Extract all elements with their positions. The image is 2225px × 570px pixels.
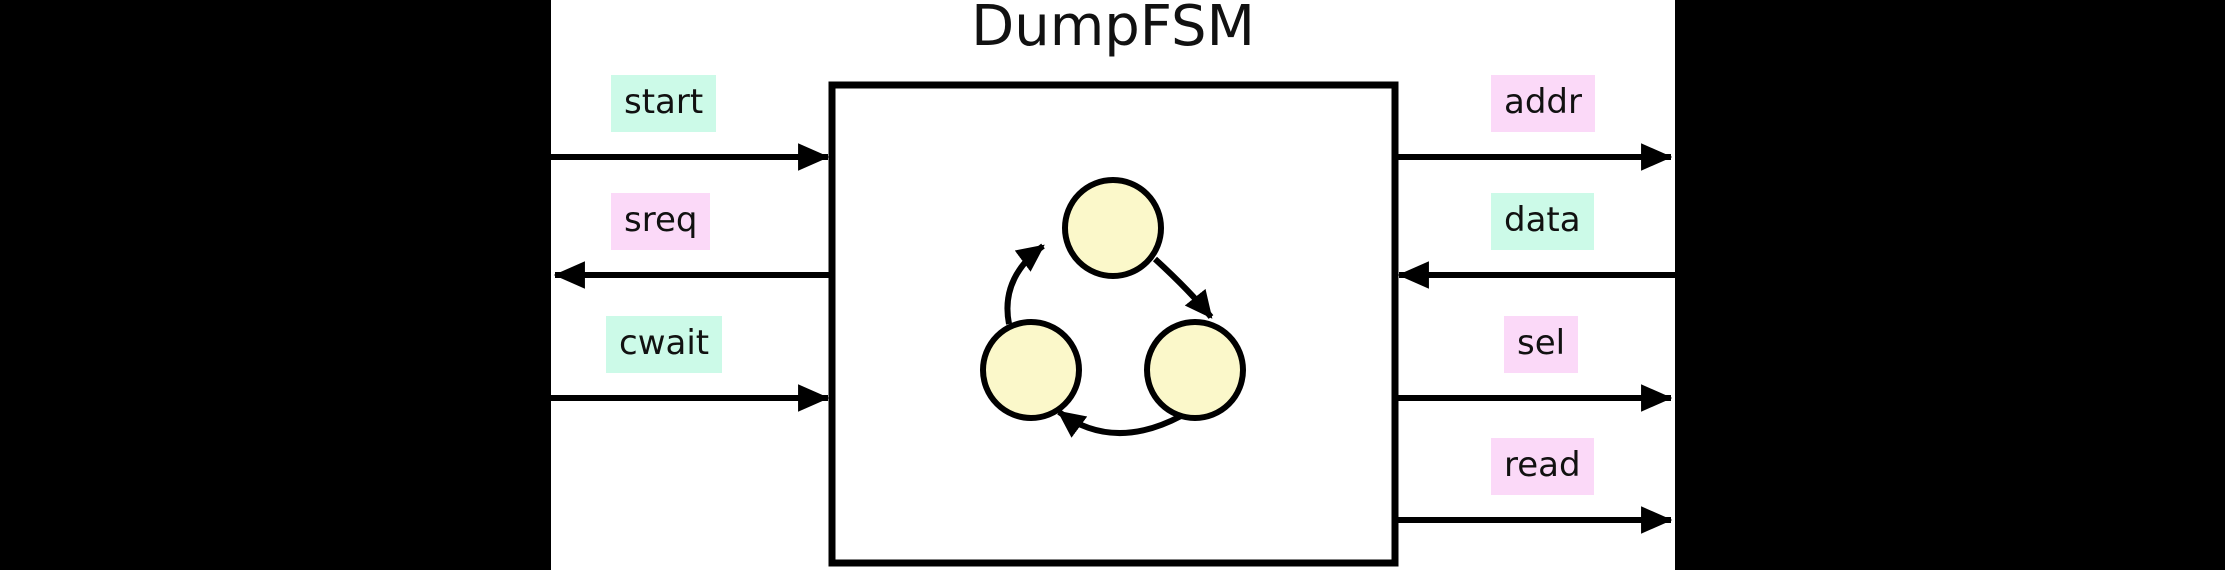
module-box — [828, 81, 1399, 567]
signal-label-read[interactable]: read — [1491, 438, 1594, 495]
transition-s1-to-s2 — [1057, 409, 1183, 438]
right-port-wires — [1395, 143, 1675, 534]
diagram-vector-layer — [551, 81, 1675, 567]
diagram-canvas: DumpFSM — [551, 0, 1675, 570]
signal-label-sel[interactable]: sel — [1504, 316, 1579, 373]
signal-label-sreq[interactable]: sreq — [611, 193, 711, 250]
transition-s0-to-s1 — [1152, 256, 1214, 319]
left-port-wires — [551, 143, 832, 412]
fsm-transitions — [1004, 243, 1214, 438]
fsm-state-circle[interactable] — [1144, 319, 1246, 421]
signal-label-start[interactable]: start — [611, 75, 717, 132]
signal-label-cwait[interactable]: cwait — [606, 316, 723, 373]
transition-s2-to-s0 — [1004, 243, 1045, 325]
signal-label-addr[interactable]: addr — [1491, 75, 1595, 132]
page-title: DumpFSM — [971, 0, 1255, 59]
signal-label-data[interactable]: data — [1491, 193, 1594, 250]
fsm-state-circle[interactable] — [980, 319, 1082, 421]
fsm-state-circle[interactable] — [1062, 177, 1164, 279]
fsm-states — [980, 177, 1246, 421]
